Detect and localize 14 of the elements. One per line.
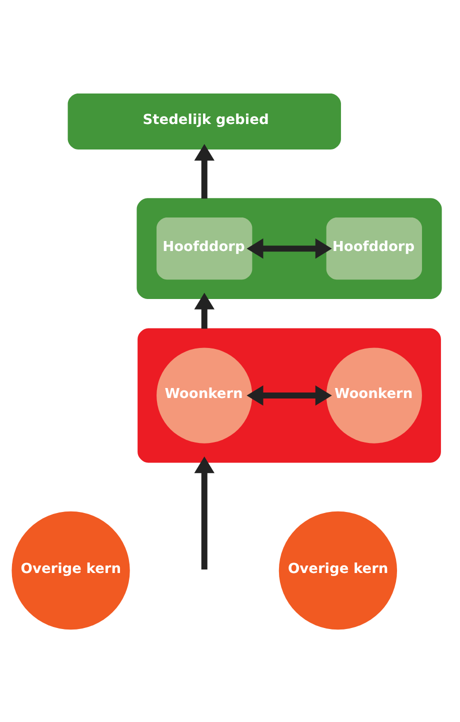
arrow: [194, 144, 214, 198]
node-circle: Overige kern: [12, 510, 130, 630]
arrow: [246, 384, 332, 406]
node-circle: Overige kern: [278, 510, 398, 630]
node-box: Hoofddorp: [156, 217, 252, 280]
node-circle: Woonkern: [156, 347, 252, 443]
node-circle: Woonkern: [326, 347, 422, 443]
arrow: [194, 292, 214, 328]
node-box: Hoofddorp: [326, 217, 422, 280]
arrow: [246, 238, 332, 258]
node-box: Stedelijk gebied: [68, 92, 341, 149]
cluster: [138, 328, 441, 462]
cluster: [136, 198, 442, 298]
arrow: [194, 456, 214, 569]
